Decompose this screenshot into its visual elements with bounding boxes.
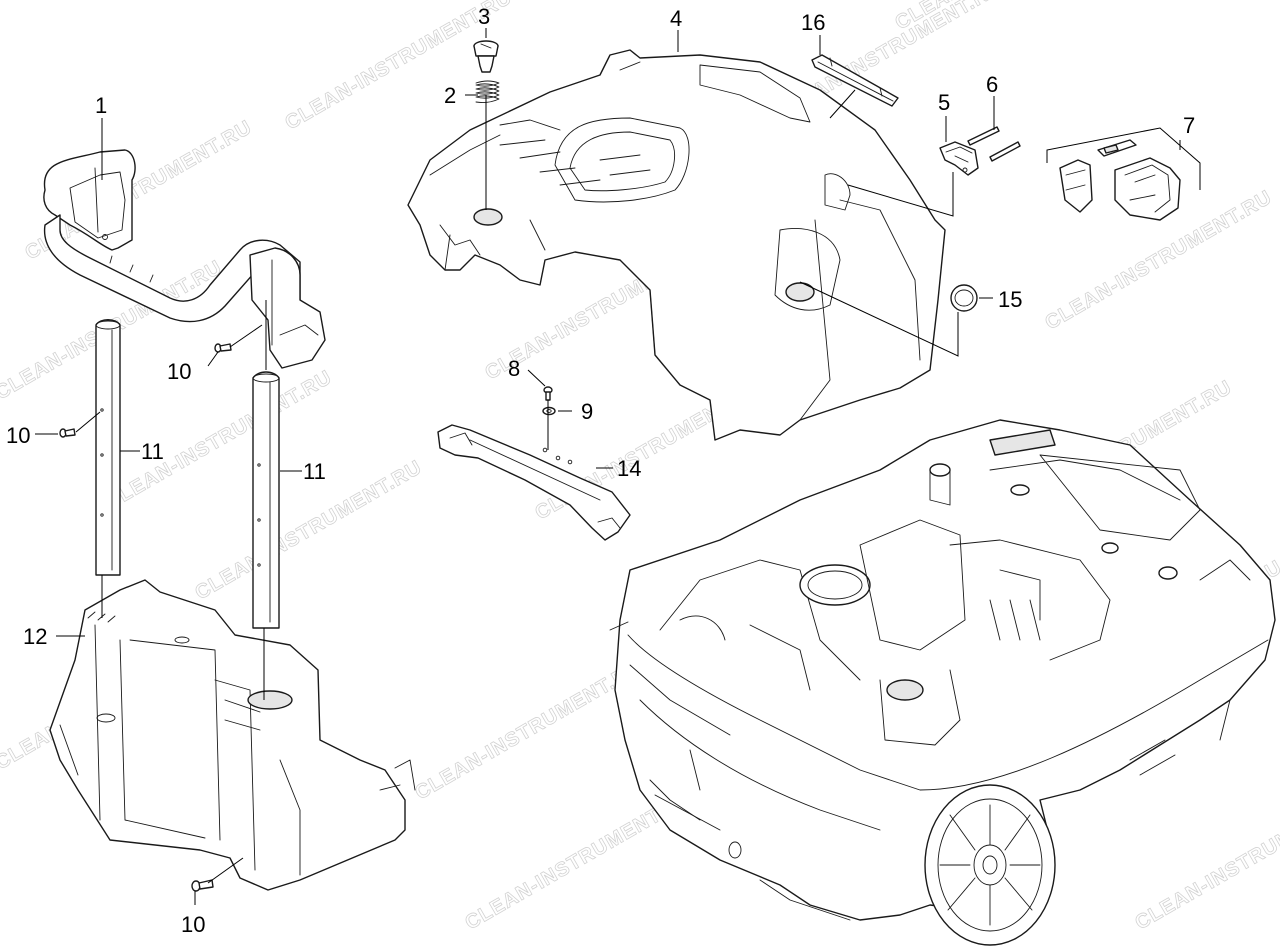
leader-line [229,324,263,348]
watermark-text: CLEAN-INSTRUMENT.RU [102,366,336,514]
callout-4: 4 [670,6,682,31]
wheel [924,784,1056,946]
leader-lines [35,28,1201,905]
callout-10-screw-top: 10 [167,359,191,384]
callout-15: 15 [998,287,1022,312]
leader-line [799,281,959,357]
leader-line [207,351,219,367]
callout-11-left-tube: 11 [141,439,164,464]
clip-part [939,141,979,176]
cover-strip-part [811,54,899,107]
screw-part [59,428,76,438]
callout-1: 1 [95,93,107,118]
callout-11-right-tube: 11 [303,459,326,484]
screw-part [214,343,232,353]
watermark-text: CLEAN-INSTRUMENT.RU [1132,786,1280,934]
leader-line [75,411,101,433]
tube-part [252,371,280,629]
leader-line [1046,127,1201,190]
connector-part [1059,139,1181,221]
rear-holder-part [49,579,416,891]
callout-2: 2 [444,83,456,108]
tube-part [95,319,121,576]
leader-line [829,89,856,119]
callout-7: 7 [1183,113,1195,138]
callout-16: 16 [801,10,825,35]
spring-part [475,80,500,104]
callout-9: 9 [581,399,593,424]
callout-8: 8 [508,356,520,381]
callout-10-screw-left: 10 [6,423,30,448]
main-cover-part [407,49,946,441]
plug-part [950,284,978,312]
callout-12: 12 [23,624,47,649]
callout-14: 14 [617,456,641,481]
callout-10-screw-bottom: 10 [181,912,205,937]
leader-line [527,369,546,387]
bracket-part [437,424,631,541]
base-housing [609,419,1276,921]
callout-labels: 1 2 3 4 5 6 7 8 9 10 10 10 11 11 12 14 1… [6,4,1195,937]
pin-part [967,126,1021,162]
callout-3: 3 [478,4,490,29]
handle-part [43,149,326,369]
screw-part [543,386,553,401]
watermark-text: CLEAN-INSTRUMENT.RU [412,656,646,804]
leader-line [207,857,244,884]
callout-5: 5 [938,90,950,115]
leader-line [847,172,954,217]
washer-part [542,406,556,416]
callout-6: 6 [986,72,998,97]
knob-part [473,40,499,73]
